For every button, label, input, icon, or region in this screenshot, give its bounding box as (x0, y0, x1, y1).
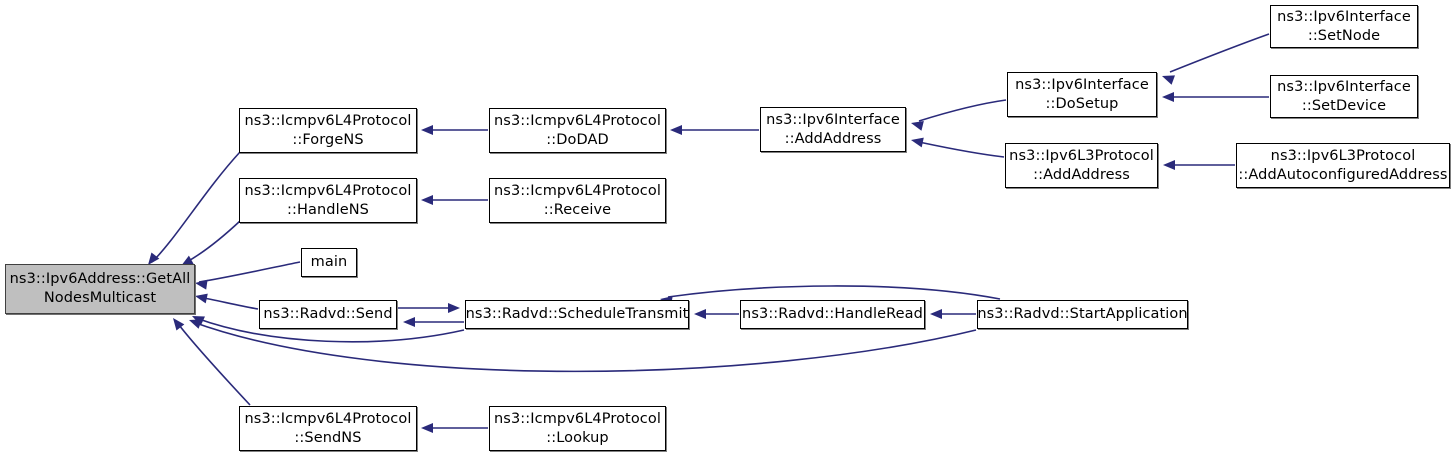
graph-node-forgens[interactable]: ns3::Icmpv6L4Protocol ::ForgeNS (239, 108, 417, 153)
graph-node-getall[interactable]: ns3::Ipv6Address::GetAll NodesMulticast (5, 264, 195, 314)
graph-edge-dosetup-to-ifaceaddaddress (918, 99, 1007, 122)
graph-node-label: ns3::Ipv6L3Protocol ::AddAddress (1009, 147, 1154, 183)
graph-arrowhead (181, 255, 194, 266)
graph-node-dodad[interactable]: ns3::Icmpv6L4Protocol ::DoDAD (489, 108, 666, 153)
graph-node-startapplication[interactable]: ns3::Radvd::StartApplication (977, 300, 1188, 329)
graph-arrowhead (148, 252, 160, 265)
graph-edge-startapplication-to-scheduletransmit (667, 285, 1001, 300)
graph-node-label: main (310, 254, 348, 271)
graph-arrowhead (1163, 160, 1175, 170)
graph-edge-setnode-to-dosetup (1169, 33, 1270, 73)
graph-node-setdevice[interactable]: ns3::Ipv6Interface ::SetDevice (1270, 75, 1418, 118)
graph-node-addautoconf[interactable]: ns3::Ipv6L3Protocol ::AddAutoconfiguredA… (1236, 143, 1450, 188)
graph-node-label: ns3::Icmpv6L4Protocol ::Lookup (494, 410, 661, 446)
graph-node-label: ns3::Ipv6Interface ::DoSetup (1015, 76, 1149, 112)
graph-edge-startapplication-to-getall (192, 321, 977, 373)
graph-node-label: ns3::Ipv6L3Protocol ::AddAutoconfiguredA… (1238, 147, 1448, 183)
graph-node-label: ns3::Icmpv6L4Protocol ::ForgeNS (244, 112, 412, 148)
graph-node-lookup[interactable]: ns3::Icmpv6L4Protocol ::Lookup (489, 406, 666, 451)
graph-arrowhead (930, 309, 942, 319)
graph-node-ifaceaddaddress[interactable]: ns3::Ipv6Interface ::AddAddress (760, 107, 906, 152)
graph-node-label: ns3::Radvd::Send (263, 306, 393, 323)
graph-arrowhead (911, 137, 924, 148)
graph-node-scheduletransmit[interactable]: ns3::Radvd::ScheduleTransmit (465, 300, 689, 329)
graph-node-label: ns3::Icmpv6L4Protocol ::HandleNS (244, 182, 412, 218)
graph-node-sendns[interactable]: ns3::Icmpv6L4Protocol ::SendNS (239, 406, 417, 451)
graph-arrowhead (911, 121, 924, 131)
graph-arrowhead (448, 303, 460, 313)
graph-node-setnode[interactable]: ns3::Ipv6Interface ::SetNode (1270, 5, 1418, 48)
graph-arrowhead (1162, 75, 1175, 85)
graph-edge-handlens-to-getall (184, 220, 241, 264)
graph-arrowhead (173, 318, 185, 331)
graph-arrowhead (403, 317, 415, 327)
graph-node-label: ns3::Radvd::ScheduleTransmit (465, 306, 689, 323)
graph-arrowhead (195, 279, 208, 290)
graph-node-dosetup[interactable]: ns3::Ipv6Interface ::DoSetup (1007, 72, 1157, 117)
graph-edge-radvdsend-to-getall (198, 296, 259, 310)
graph-arrowhead (694, 309, 706, 319)
graph-arrowhead (421, 423, 433, 433)
graph-node-receive[interactable]: ns3::Icmpv6L4Protocol ::Receive (489, 178, 666, 223)
graph-node-main[interactable]: main (301, 248, 357, 277)
graph-node-l3addaddress[interactable]: ns3::Ipv6L3Protocol ::AddAddress (1005, 143, 1158, 188)
graph-arrowhead (421, 125, 433, 135)
graph-edge-main-to-getall (198, 261, 301, 283)
graph-edge-l3addaddress-to-ifaceaddaddress (918, 141, 1005, 158)
graph-node-label: ns3::Radvd::StartApplication (977, 306, 1188, 323)
graph-node-label: ns3::Icmpv6L4Protocol ::Receive (494, 182, 661, 218)
graph-node-handleread[interactable]: ns3::Radvd::HandleRead (740, 300, 925, 329)
graph-node-label: ns3::Ipv6Interface ::SetNode (1277, 8, 1411, 44)
graph-arrowhead (670, 125, 682, 135)
graph-node-radvdsend[interactable]: ns3::Radvd::Send (259, 300, 397, 329)
graph-arrowhead (189, 319, 202, 329)
graph-arrowhead (421, 195, 433, 205)
graph-edge-scheduletransmit-to-getall (195, 317, 465, 343)
graph-arrowhead (195, 293, 208, 304)
graph-edge-forgens-to-getall (151, 151, 241, 263)
graph-node-label: ns3::Ipv6Address::GetAll NodesMulticast (9, 271, 191, 306)
graph-node-label: ns3::Ipv6Interface ::SetDevice (1277, 78, 1411, 114)
graph-arrowhead (1162, 92, 1174, 102)
graph-edge-sendns-to-getall (175, 320, 251, 406)
graph-node-handlens[interactable]: ns3::Icmpv6L4Protocol ::HandleNS (239, 178, 417, 223)
graph-node-label: ns3::Icmpv6L4Protocol ::SendNS (244, 410, 412, 446)
graph-node-label: ns3::Ipv6Interface ::AddAddress (766, 111, 900, 147)
graph-node-label: ns3::Radvd::HandleRead (742, 306, 923, 323)
graph-node-label: ns3::Icmpv6L4Protocol ::DoDAD (494, 112, 661, 148)
